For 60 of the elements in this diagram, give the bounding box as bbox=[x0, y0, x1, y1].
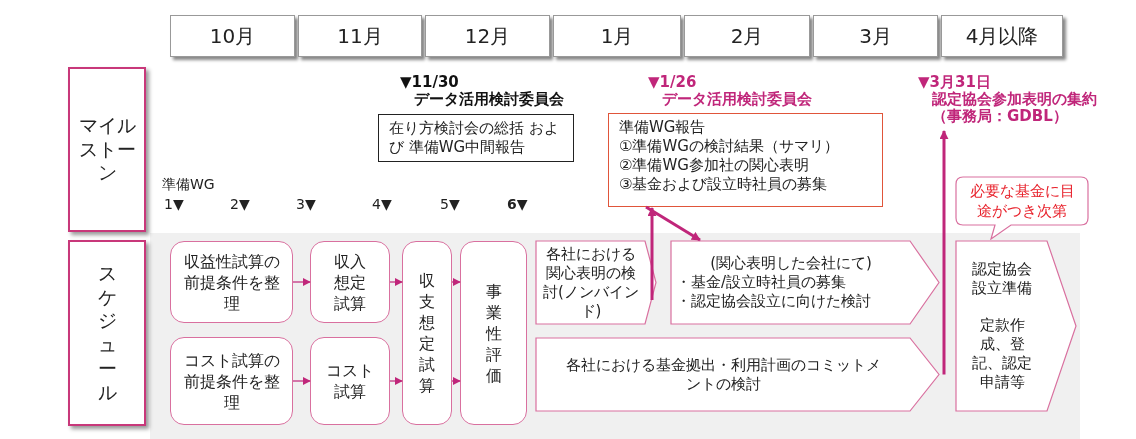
task-text: コスト試算の前提条件を整理 bbox=[182, 349, 281, 413]
chevron-task bbox=[955, 240, 1077, 412]
month-header: 12月 bbox=[425, 15, 550, 57]
task-text: 収支想定試算 bbox=[418, 270, 436, 396]
arrow bbox=[647, 207, 657, 300]
arrow bbox=[389, 377, 403, 385]
task-box bbox=[402, 241, 452, 425]
chevron-task bbox=[670, 240, 940, 325]
milestone-heading: ▼11/30 データ活用検討委員会 bbox=[400, 74, 564, 108]
meeting-number: 6▼ bbox=[507, 196, 528, 212]
row-header bbox=[68, 67, 146, 232]
note-text: 在り方検討会の総括 および 準備WG中間報告 bbox=[389, 119, 560, 157]
task-text: 収入想定試算 bbox=[333, 250, 367, 314]
arrow bbox=[451, 278, 461, 286]
month-header: 11月 bbox=[298, 15, 422, 57]
month-header: 1月 bbox=[553, 15, 681, 57]
note-text: ①準備WGの検討結果（サマリ） bbox=[619, 137, 840, 156]
callout-text: 必要な基金に目途がつき次第 bbox=[969, 181, 1075, 221]
arrow bbox=[939, 130, 949, 375]
arrow bbox=[645, 205, 701, 242]
arrow bbox=[451, 377, 461, 385]
note-text: ②準備WG参加社の関心表明 bbox=[619, 156, 810, 175]
meeting-number: 3▼ bbox=[296, 196, 316, 212]
row-header-text: マイルストーン bbox=[77, 113, 137, 186]
month-header: 2月 bbox=[684, 15, 810, 57]
task-box bbox=[460, 241, 527, 425]
note-text: 準備WG報告 bbox=[619, 118, 707, 137]
meeting-number: 4▼ bbox=[372, 196, 392, 212]
row-header-text: スケジュール bbox=[96, 261, 118, 405]
meeting-number: 5▼ bbox=[440, 196, 460, 212]
group-label: 準備WG bbox=[162, 176, 215, 194]
task-text: コスト試算 bbox=[325, 360, 375, 402]
task-box bbox=[310, 241, 390, 323]
task-text: 各社における基金拠出・利用計画のコミットメントの検討 bbox=[565, 355, 882, 394]
chevron-task bbox=[535, 337, 940, 412]
arrow bbox=[292, 377, 311, 385]
arrow bbox=[389, 278, 403, 286]
task-text: 各社における関心表明の検討(ノンバインド) bbox=[542, 244, 640, 321]
meeting-number: 2▼ bbox=[230, 196, 250, 212]
arrow bbox=[292, 278, 311, 286]
task-box bbox=[170, 241, 293, 323]
row-header bbox=[68, 240, 146, 426]
month-header: 4月以降 bbox=[941, 15, 1063, 57]
note-text: ③基金および設立時社員の募集 bbox=[619, 175, 829, 194]
task-box bbox=[170, 337, 293, 425]
task-text: ・認定協会設立に向けた検討 bbox=[676, 292, 872, 311]
task-box bbox=[310, 337, 390, 425]
milestone-heading: ▼3月31日 認定協会参加表明の集約（事務局：GDBL） bbox=[918, 74, 1128, 130]
month-header: 3月 bbox=[813, 15, 938, 57]
task-text: 事業性評価 bbox=[484, 280, 503, 386]
chevron-task bbox=[535, 240, 657, 325]
task-text: (関心表明した会社にて) bbox=[709, 254, 873, 273]
task-text: ・基金/設立時社員の募集 bbox=[676, 273, 848, 292]
task-text: 定款作成、登記、認定申請等 bbox=[971, 316, 1033, 392]
month-header: 10月 bbox=[170, 15, 295, 57]
meeting-number: 1▼ bbox=[164, 196, 184, 212]
task-text: 認定協会設立準備 bbox=[971, 260, 1033, 298]
callout-bubble bbox=[955, 176, 1089, 240]
milestone-heading: ▼1/26 データ活用検討委員会 bbox=[648, 74, 812, 108]
task-text: 収益性試算の前提条件を整理 bbox=[182, 250, 281, 314]
